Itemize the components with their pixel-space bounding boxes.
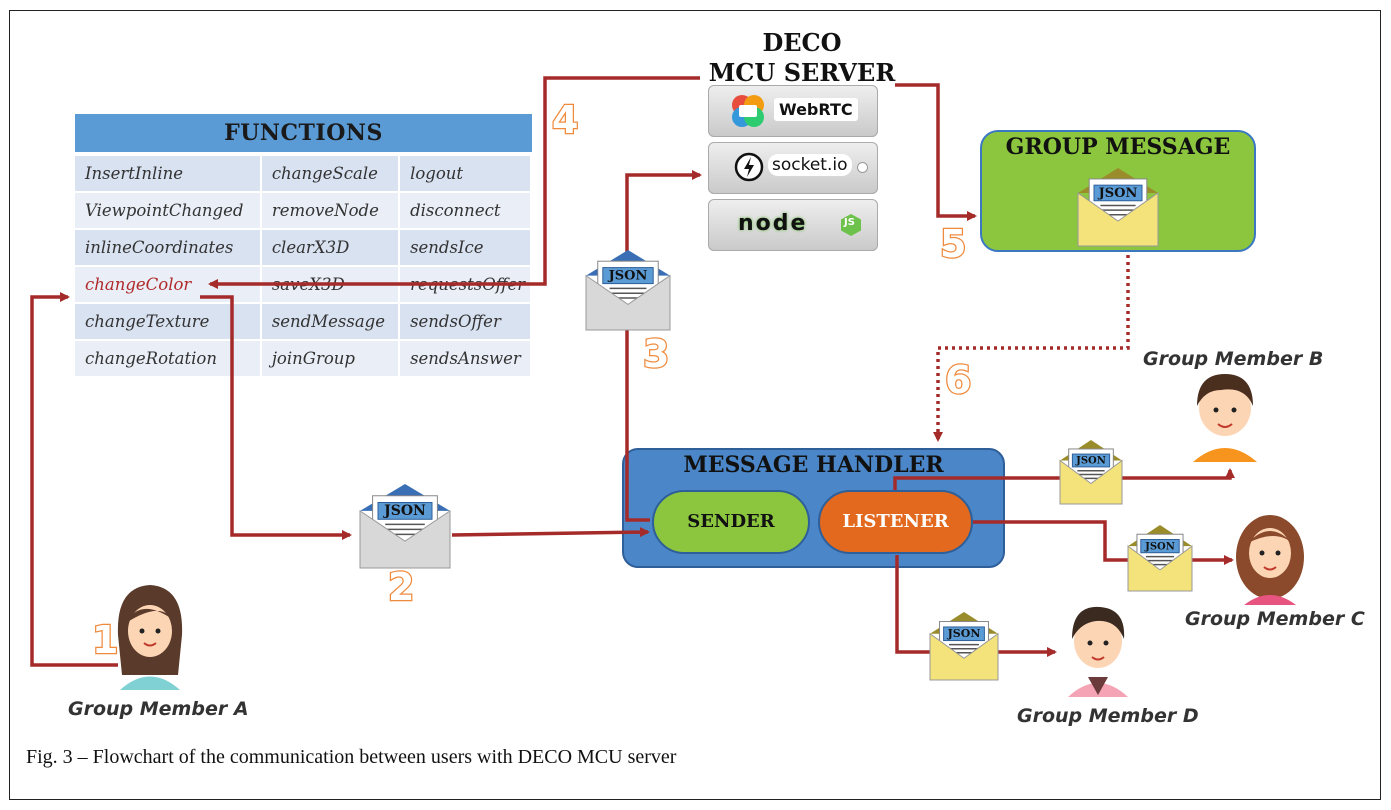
function-cell: clearX3D: [261, 230, 401, 265]
function-cell: joinGroup: [261, 341, 401, 376]
nodejs-hex-icon: [841, 214, 861, 236]
step-number-4: 4: [551, 97, 580, 144]
json-label: JSON: [947, 627, 981, 640]
member-a-avatar: [117, 585, 183, 690]
server-title: DECO MCU SERVER: [672, 28, 932, 88]
json-label: JSON: [382, 503, 426, 519]
server-unit-node: node JS: [708, 199, 878, 251]
envelope-to-member-d: JSON: [929, 612, 999, 681]
function-cell: changeScale: [261, 156, 401, 191]
figure-caption: Fig. 3 – Flowchart of the communication …: [26, 746, 677, 768]
step-number-1: 1: [91, 617, 120, 664]
function-cell: sendsAnswer: [400, 341, 532, 376]
envelope-step-3: JSON: [585, 250, 671, 331]
member-b-label: Group Member B: [1143, 348, 1324, 370]
step-number-3: 3: [642, 331, 671, 378]
server-title-line2: MCU SERVER: [708, 58, 896, 87]
json-label: JSON: [1075, 456, 1106, 467]
function-cell: inlineCoordinates: [75, 230, 262, 265]
sender-pill: SENDER: [652, 490, 810, 554]
arrow-step-3: [625, 170, 702, 522]
function-cell: disconnect: [400, 193, 532, 228]
function-cell: removeNode: [261, 193, 401, 228]
node-js-label: JS: [844, 217, 855, 228]
envelope-group-message: JSON: [1077, 168, 1159, 247]
server-led: [858, 163, 867, 172]
webrtc-label: WebRTC: [774, 98, 858, 121]
step-number-2: 2: [387, 564, 416, 611]
json-label: JSON: [1098, 186, 1138, 201]
arrow-step-5: [895, 83, 977, 221]
functions-title: FUNCTIONS: [75, 114, 532, 152]
arrow-step-2-a: [200, 295, 352, 540]
json-label: JSON: [608, 269, 648, 284]
member-b-avatar: [1193, 374, 1257, 462]
server-title-line1: DECO: [762, 28, 842, 57]
arrow-step-2-b: [451, 527, 650, 538]
figure-frame: [9, 10, 1381, 800]
function-cell: logout: [400, 156, 532, 191]
step-number-6: 6: [944, 357, 973, 404]
arrow-step-4: [208, 76, 700, 289]
socketio-icon: [734, 152, 764, 182]
arrow-to-member-d: [895, 555, 1057, 657]
envelope-to-member-c: JSON: [1127, 525, 1193, 592]
step-number-5: 5: [939, 221, 968, 268]
member-d-label: Group Member D: [1017, 705, 1199, 727]
function-cell: sendsIce: [400, 230, 532, 265]
arrow-step-6: [933, 255, 1130, 442]
function-cell: ViewpointChanged: [75, 193, 262, 228]
member-d-avatar: [1068, 606, 1128, 697]
member-c-label: Group Member C: [1185, 608, 1365, 630]
json-label: JSON: [1144, 541, 1175, 552]
message-handler-title: MESSAGE HANDLER: [683, 452, 944, 478]
webrtc-icon: [732, 95, 764, 127]
socketio-label: socket.io: [768, 154, 852, 176]
member-c-avatar: [1236, 515, 1304, 605]
function-cell: sendsOffer: [400, 304, 532, 339]
arrow-step-1: [30, 292, 118, 667]
envelope-to-member-b: JSON: [1059, 440, 1123, 505]
envelope-step-2: JSON: [359, 484, 451, 569]
function-cell: InsertInline: [75, 156, 262, 191]
member-a-label: Group Member A: [68, 698, 249, 720]
function-cell: sendMessage: [261, 304, 401, 339]
server-unit-socketio: socket.io: [708, 142, 878, 194]
server-stack: WebRTC socket.io node JS: [708, 85, 878, 256]
node-label: node: [738, 211, 808, 236]
group-message-title: GROUP MESSAGE: [1005, 134, 1231, 160]
server-unit-webrtc: WebRTC: [708, 85, 878, 137]
listener-pill: LISTENER: [818, 490, 973, 554]
